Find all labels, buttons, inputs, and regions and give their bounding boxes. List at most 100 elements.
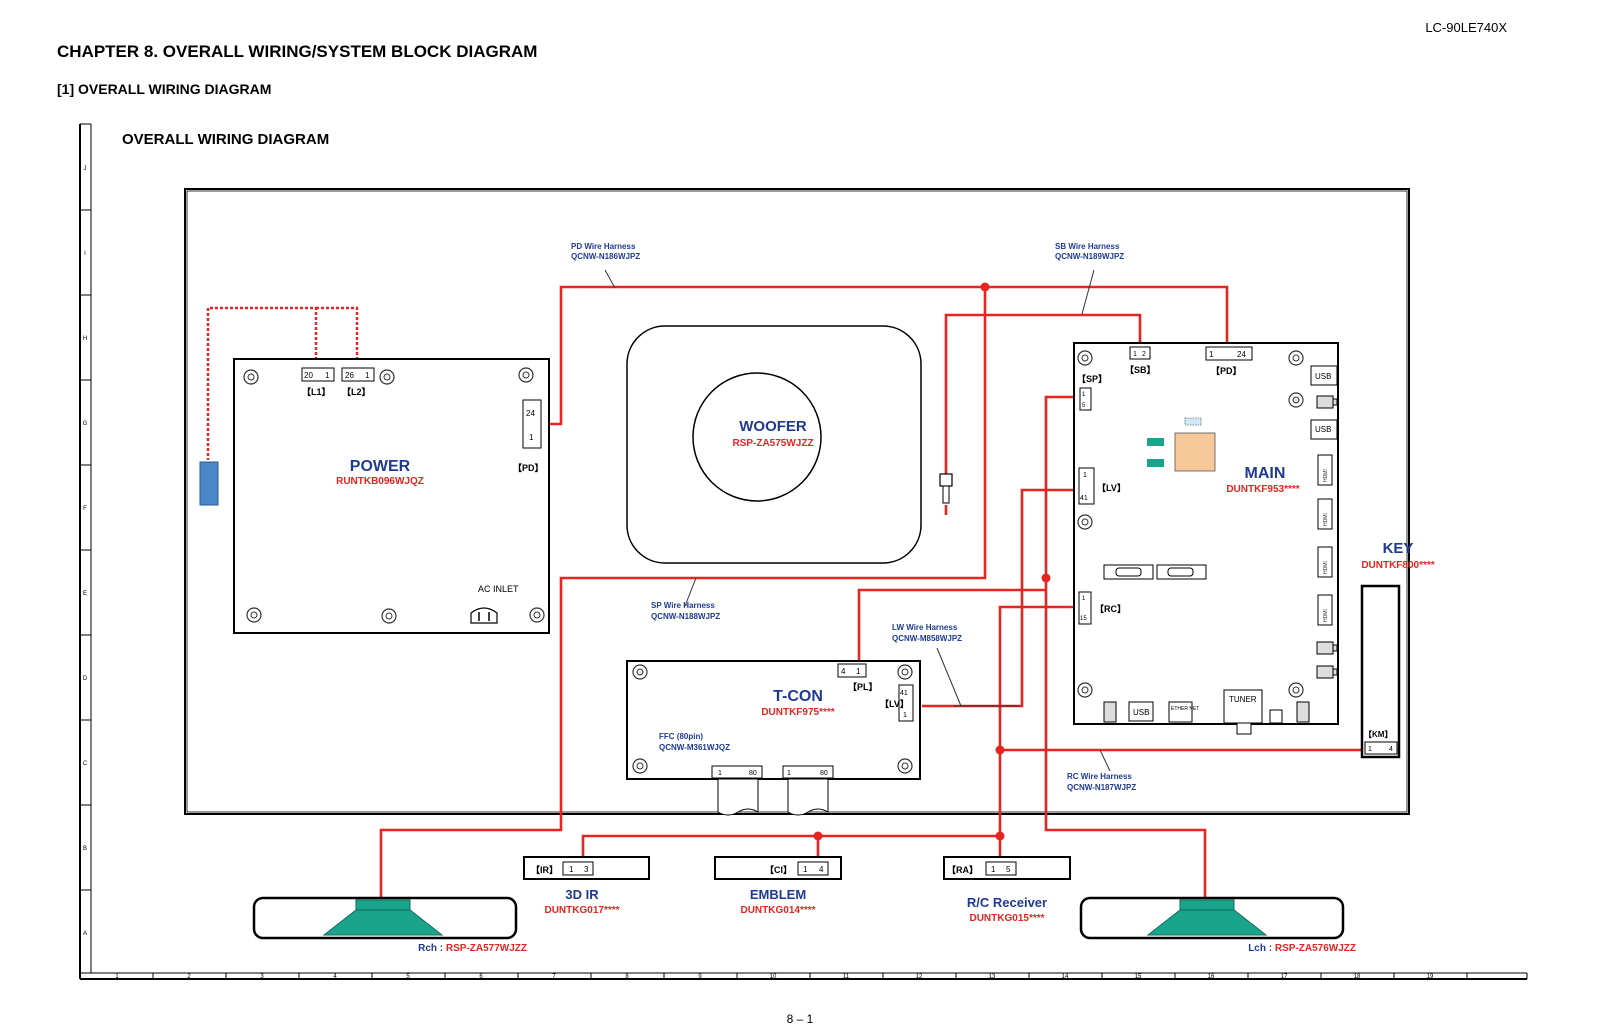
key-title: KEY bbox=[1383, 540, 1414, 557]
row-label: F bbox=[83, 506, 87, 512]
speaker-left: Lch : RSP-ZA576WJZZ bbox=[1079, 896, 1356, 954]
connector-ir bbox=[562, 861, 594, 876]
col-label: 12 bbox=[916, 974, 923, 980]
pin-label: 1 bbox=[365, 371, 370, 380]
connector-ra bbox=[985, 861, 1017, 876]
harness-name: FFC (80pin) bbox=[659, 732, 703, 741]
hdmi-label: HDMI bbox=[1323, 513, 1329, 526]
usb-label: USB bbox=[1315, 372, 1331, 381]
col-label: 13 bbox=[989, 974, 996, 980]
connector-label: 【PD】 bbox=[1211, 366, 1242, 376]
harness-name: SB Wire Harness bbox=[1055, 242, 1120, 251]
emblem-title: EMBLEM bbox=[750, 887, 806, 902]
pin-label: 41 bbox=[900, 690, 908, 697]
pin-label: 4 bbox=[819, 865, 824, 874]
connector-ffc-2 bbox=[782, 765, 834, 779]
connector-label: 【L1】 bbox=[302, 387, 331, 397]
usb-port bbox=[1310, 365, 1338, 440]
harness-part: QCNW-N187WJPZ bbox=[1067, 783, 1136, 792]
col-label: 3 bbox=[260, 974, 264, 980]
pin-label: 41 bbox=[1080, 495, 1088, 502]
ac-inlet-icon bbox=[470, 607, 498, 624]
woofer-title: WOOFER bbox=[739, 418, 807, 435]
ethernet-port bbox=[1168, 701, 1193, 723]
vga-port-icon bbox=[1103, 564, 1207, 580]
harness-name: RC Wire Harness bbox=[1067, 772, 1132, 781]
pin-label: 5 bbox=[1006, 865, 1011, 874]
power-plug-icon bbox=[199, 461, 219, 506]
speaker-part: RSP-ZA576WJZZ bbox=[1275, 943, 1356, 954]
connector-label: 【LV】 bbox=[880, 699, 909, 709]
pin-label: 1 bbox=[1209, 350, 1214, 359]
col-label: 8 bbox=[625, 974, 629, 980]
ir3d-title: 3D IR bbox=[565, 887, 599, 902]
col-label: 11 bbox=[843, 974, 850, 980]
pin-label: 1 bbox=[718, 770, 722, 777]
connector-tcon-lv bbox=[898, 684, 914, 722]
pin-label: 80 bbox=[820, 770, 828, 777]
hdmi-label: HDMI bbox=[1323, 609, 1329, 622]
pin-label: 15 bbox=[1080, 616, 1087, 622]
col-label: 14 bbox=[1062, 974, 1069, 980]
ffc-cable-icon bbox=[717, 778, 829, 816]
col-label: 19 bbox=[1427, 974, 1434, 980]
main-board: 1 2 【SB】 1 24 【PD】 【SP】 1 5 1 41 【LV】 1 … bbox=[1073, 342, 1339, 735]
chip-icon bbox=[1184, 417, 1202, 426]
pin-label: 1 bbox=[1082, 596, 1086, 602]
ethernet-label: ETHER NET bbox=[1171, 706, 1199, 712]
rc-receiver-part: DUNTKG015**** bbox=[969, 913, 1044, 924]
connector-main-sp bbox=[1079, 387, 1092, 411]
chip-icon bbox=[1147, 459, 1164, 467]
pin-label: 24 bbox=[526, 409, 535, 418]
pin-label: 1 bbox=[903, 712, 907, 719]
connector-label: 【RA】 bbox=[947, 865, 978, 875]
hdmi-label: HDMI bbox=[1323, 469, 1329, 482]
connector-l2 bbox=[341, 367, 375, 382]
speaker-channel: Lch : bbox=[1248, 943, 1275, 954]
col-label: 2 bbox=[187, 974, 191, 980]
connector-label: 【CI】 bbox=[765, 865, 792, 875]
harness-part: QCNW-N188WJPZ bbox=[651, 612, 720, 621]
rc-receiver-board: 【RA】 1 5 R/C Receiver DUNTKG015**** bbox=[943, 856, 1071, 924]
speaker-icon bbox=[1179, 899, 1235, 911]
row-label: B bbox=[83, 846, 87, 852]
connector-label: 【RC】 bbox=[1095, 604, 1126, 614]
section-title: [1] OVERALL WIRING DIAGRAM bbox=[57, 81, 272, 97]
pin-label: 2 bbox=[1142, 351, 1146, 358]
pin-label: 3 bbox=[584, 865, 589, 874]
woofer-connector bbox=[939, 473, 953, 487]
connector-label: 【SB】 bbox=[1125, 365, 1156, 375]
wire-junctions bbox=[813, 282, 1051, 841]
harness-name: LW Wire Harness bbox=[892, 623, 958, 632]
col-label: 5 bbox=[406, 974, 410, 980]
row-label: G bbox=[83, 421, 88, 427]
tuner-label: TUNER bbox=[1229, 695, 1257, 704]
chip-icon bbox=[1147, 438, 1164, 446]
key-part: DUNTKF800**** bbox=[1361, 560, 1434, 571]
pin-label: 1 bbox=[325, 371, 330, 380]
grid-frame bbox=[79, 123, 1528, 980]
pin-label: 1 bbox=[1082, 392, 1086, 398]
pin-label: 1 bbox=[803, 865, 808, 874]
tuner-port bbox=[1223, 689, 1263, 724]
woofer-part: RSP-ZA575WJZZ bbox=[732, 438, 813, 449]
tcon-title: T-CON bbox=[773, 688, 823, 705]
usb-label: USB bbox=[1315, 425, 1331, 434]
pin-label: 1 bbox=[787, 770, 791, 777]
col-label: 4 bbox=[333, 974, 337, 980]
page-number: 8 – 1 bbox=[786, 1012, 814, 1026]
jack-icon bbox=[1296, 701, 1310, 723]
pin-label: 5 bbox=[1082, 403, 1086, 409]
power-board: 20 1 【L1】 26 1 【L2】 24 1 【PD】 POWER RUNT… bbox=[233, 358, 550, 634]
connector-label: 【SP】 bbox=[1077, 374, 1107, 384]
row-label: D bbox=[83, 676, 88, 682]
pin-label: 24 bbox=[1237, 350, 1246, 359]
row-label: A bbox=[83, 931, 87, 937]
pin-label: 1 bbox=[1368, 746, 1372, 753]
pin-label: 26 bbox=[345, 371, 354, 380]
harness-part: QCNW-N186WJPZ bbox=[571, 252, 640, 261]
pin-label: 1 bbox=[1083, 472, 1087, 479]
tcon-part: DUNTKF975**** bbox=[761, 707, 834, 718]
main-part: DUNTKF953**** bbox=[1226, 484, 1299, 495]
